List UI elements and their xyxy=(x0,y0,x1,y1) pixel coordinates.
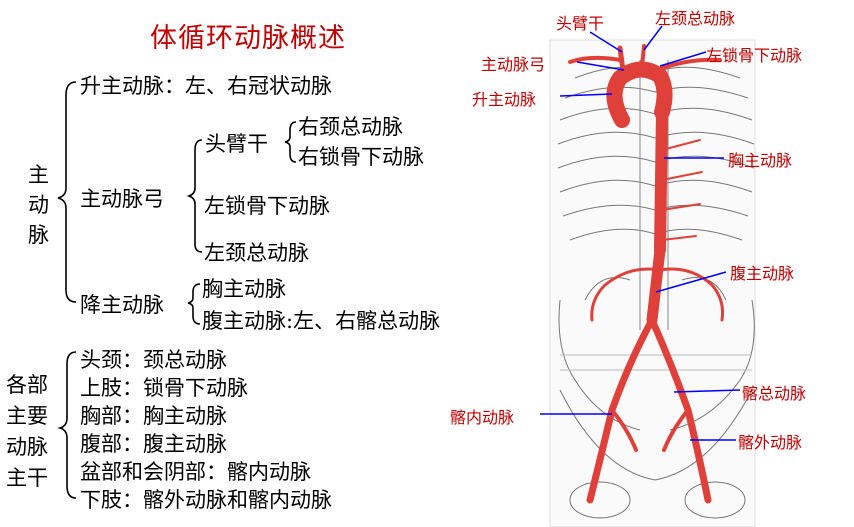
thoracic-aorta-text: 胸主动脉 xyxy=(202,277,286,301)
brachiocephalic-trunk xyxy=(617,45,627,81)
internal-iliac-left xyxy=(662,408,690,452)
label-common-iliac: 髂总动脉 xyxy=(742,384,807,403)
label-internal-iliac: 髂内动脉 xyxy=(450,408,515,427)
label-left-common-carotid: 左颈总动脉 xyxy=(655,9,736,28)
trunks-heading: 各部主要动脉主干 xyxy=(6,373,48,490)
trunk-item: 盆部和会阴部：髂内动脉 xyxy=(80,460,311,484)
left-common-carotid xyxy=(640,44,646,68)
brachiocephalic-brace xyxy=(284,121,297,163)
thoracic-aorta xyxy=(654,106,668,256)
renal-branch-left xyxy=(658,267,724,322)
aortic-arch xyxy=(606,61,673,128)
left-common-carotid-text: 左颈总动脉 xyxy=(204,241,309,265)
right-common-carotid-text: 右颈总动脉 xyxy=(298,115,403,139)
arch-brace xyxy=(186,139,203,253)
trunk-item: 腹部：腹主动脉 xyxy=(80,432,227,456)
arteries xyxy=(568,44,724,504)
left-subclavian-text: 左锁骨下动脉 xyxy=(204,194,330,218)
spine xyxy=(639,60,669,330)
descending-brace xyxy=(187,283,201,325)
pelvis xyxy=(558,277,755,519)
label-external-iliac: 髂外动脉 xyxy=(738,433,803,452)
figure-background xyxy=(549,39,756,527)
renal-branch xyxy=(590,267,662,322)
label-aortic-arch: 主动脉弓 xyxy=(481,55,546,74)
left-iliac xyxy=(648,316,712,504)
aorta-heading: 主动脉 xyxy=(28,163,49,247)
intercostal-arteries xyxy=(661,139,703,241)
right-iliac xyxy=(586,316,656,504)
aorta-brace xyxy=(57,81,77,303)
label-abdominal-aorta: 腹主动脉 xyxy=(730,264,795,283)
label-ascending-aorta: 升主动脉 xyxy=(472,90,537,109)
label-thoracic-aorta: 胸主动脉 xyxy=(728,151,793,170)
trunk-item: 上肢：锁骨下动脉 xyxy=(80,376,248,400)
abdominal-aorta-text: 腹主动脉:左、右髂总动脉 xyxy=(202,309,441,333)
label-left-subclavian: 左锁骨下动脉 xyxy=(706,46,803,65)
trunks-brace xyxy=(57,351,77,499)
ascending-aorta-text: 升主动脉：左、右冠状动脉 xyxy=(80,74,332,98)
abdominal-aorta xyxy=(646,244,666,326)
trunk-item: 胸部：胸主动脉 xyxy=(80,404,227,428)
label-brachiocephalic: 头臂干 xyxy=(556,14,605,33)
brachiocephalic-text: 头臂干 xyxy=(205,132,268,156)
aortic-arch-text: 主动脉弓 xyxy=(80,187,164,211)
trunk-item: 下肢：髂外动脉和髂内动脉 xyxy=(80,488,332,512)
right-subclavian-text: 右锁骨下动脉 xyxy=(298,145,424,169)
right-subclavian xyxy=(568,55,622,64)
leader-lines xyxy=(540,25,741,441)
ribs xyxy=(557,66,755,241)
trunk-item: 头颈：颈总动脉 xyxy=(80,348,227,372)
descending-aorta-text: 降主动脉 xyxy=(80,293,164,317)
page-title: 体循环动脉概述 xyxy=(150,23,346,54)
internal-iliac xyxy=(610,408,638,452)
